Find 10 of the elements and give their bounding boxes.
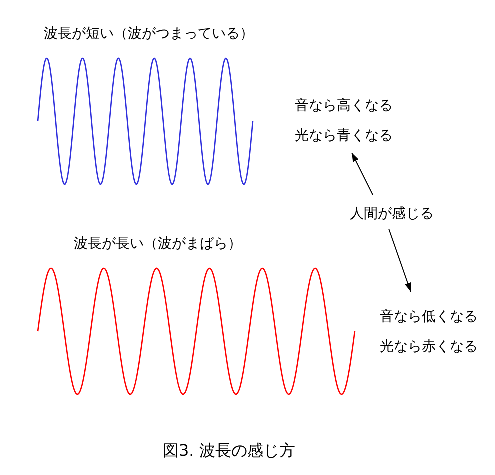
arrow xyxy=(388,228,412,292)
node-text: 光なら青くなる xyxy=(295,128,393,144)
node-text: 音なら高くなる xyxy=(295,98,393,114)
wave-heading: 波長が長い（波がまばら） xyxy=(74,236,242,252)
node-text: 音なら低くなる xyxy=(380,309,478,325)
wave-heading: 波長が短い（波がつまっている） xyxy=(44,26,254,42)
node-text: 光なら赤くなる xyxy=(380,339,478,355)
arrow xyxy=(352,152,374,196)
figure-caption: 図3. 波長の感じ方 xyxy=(163,442,296,460)
node-text: 人間が感じる xyxy=(350,206,434,222)
